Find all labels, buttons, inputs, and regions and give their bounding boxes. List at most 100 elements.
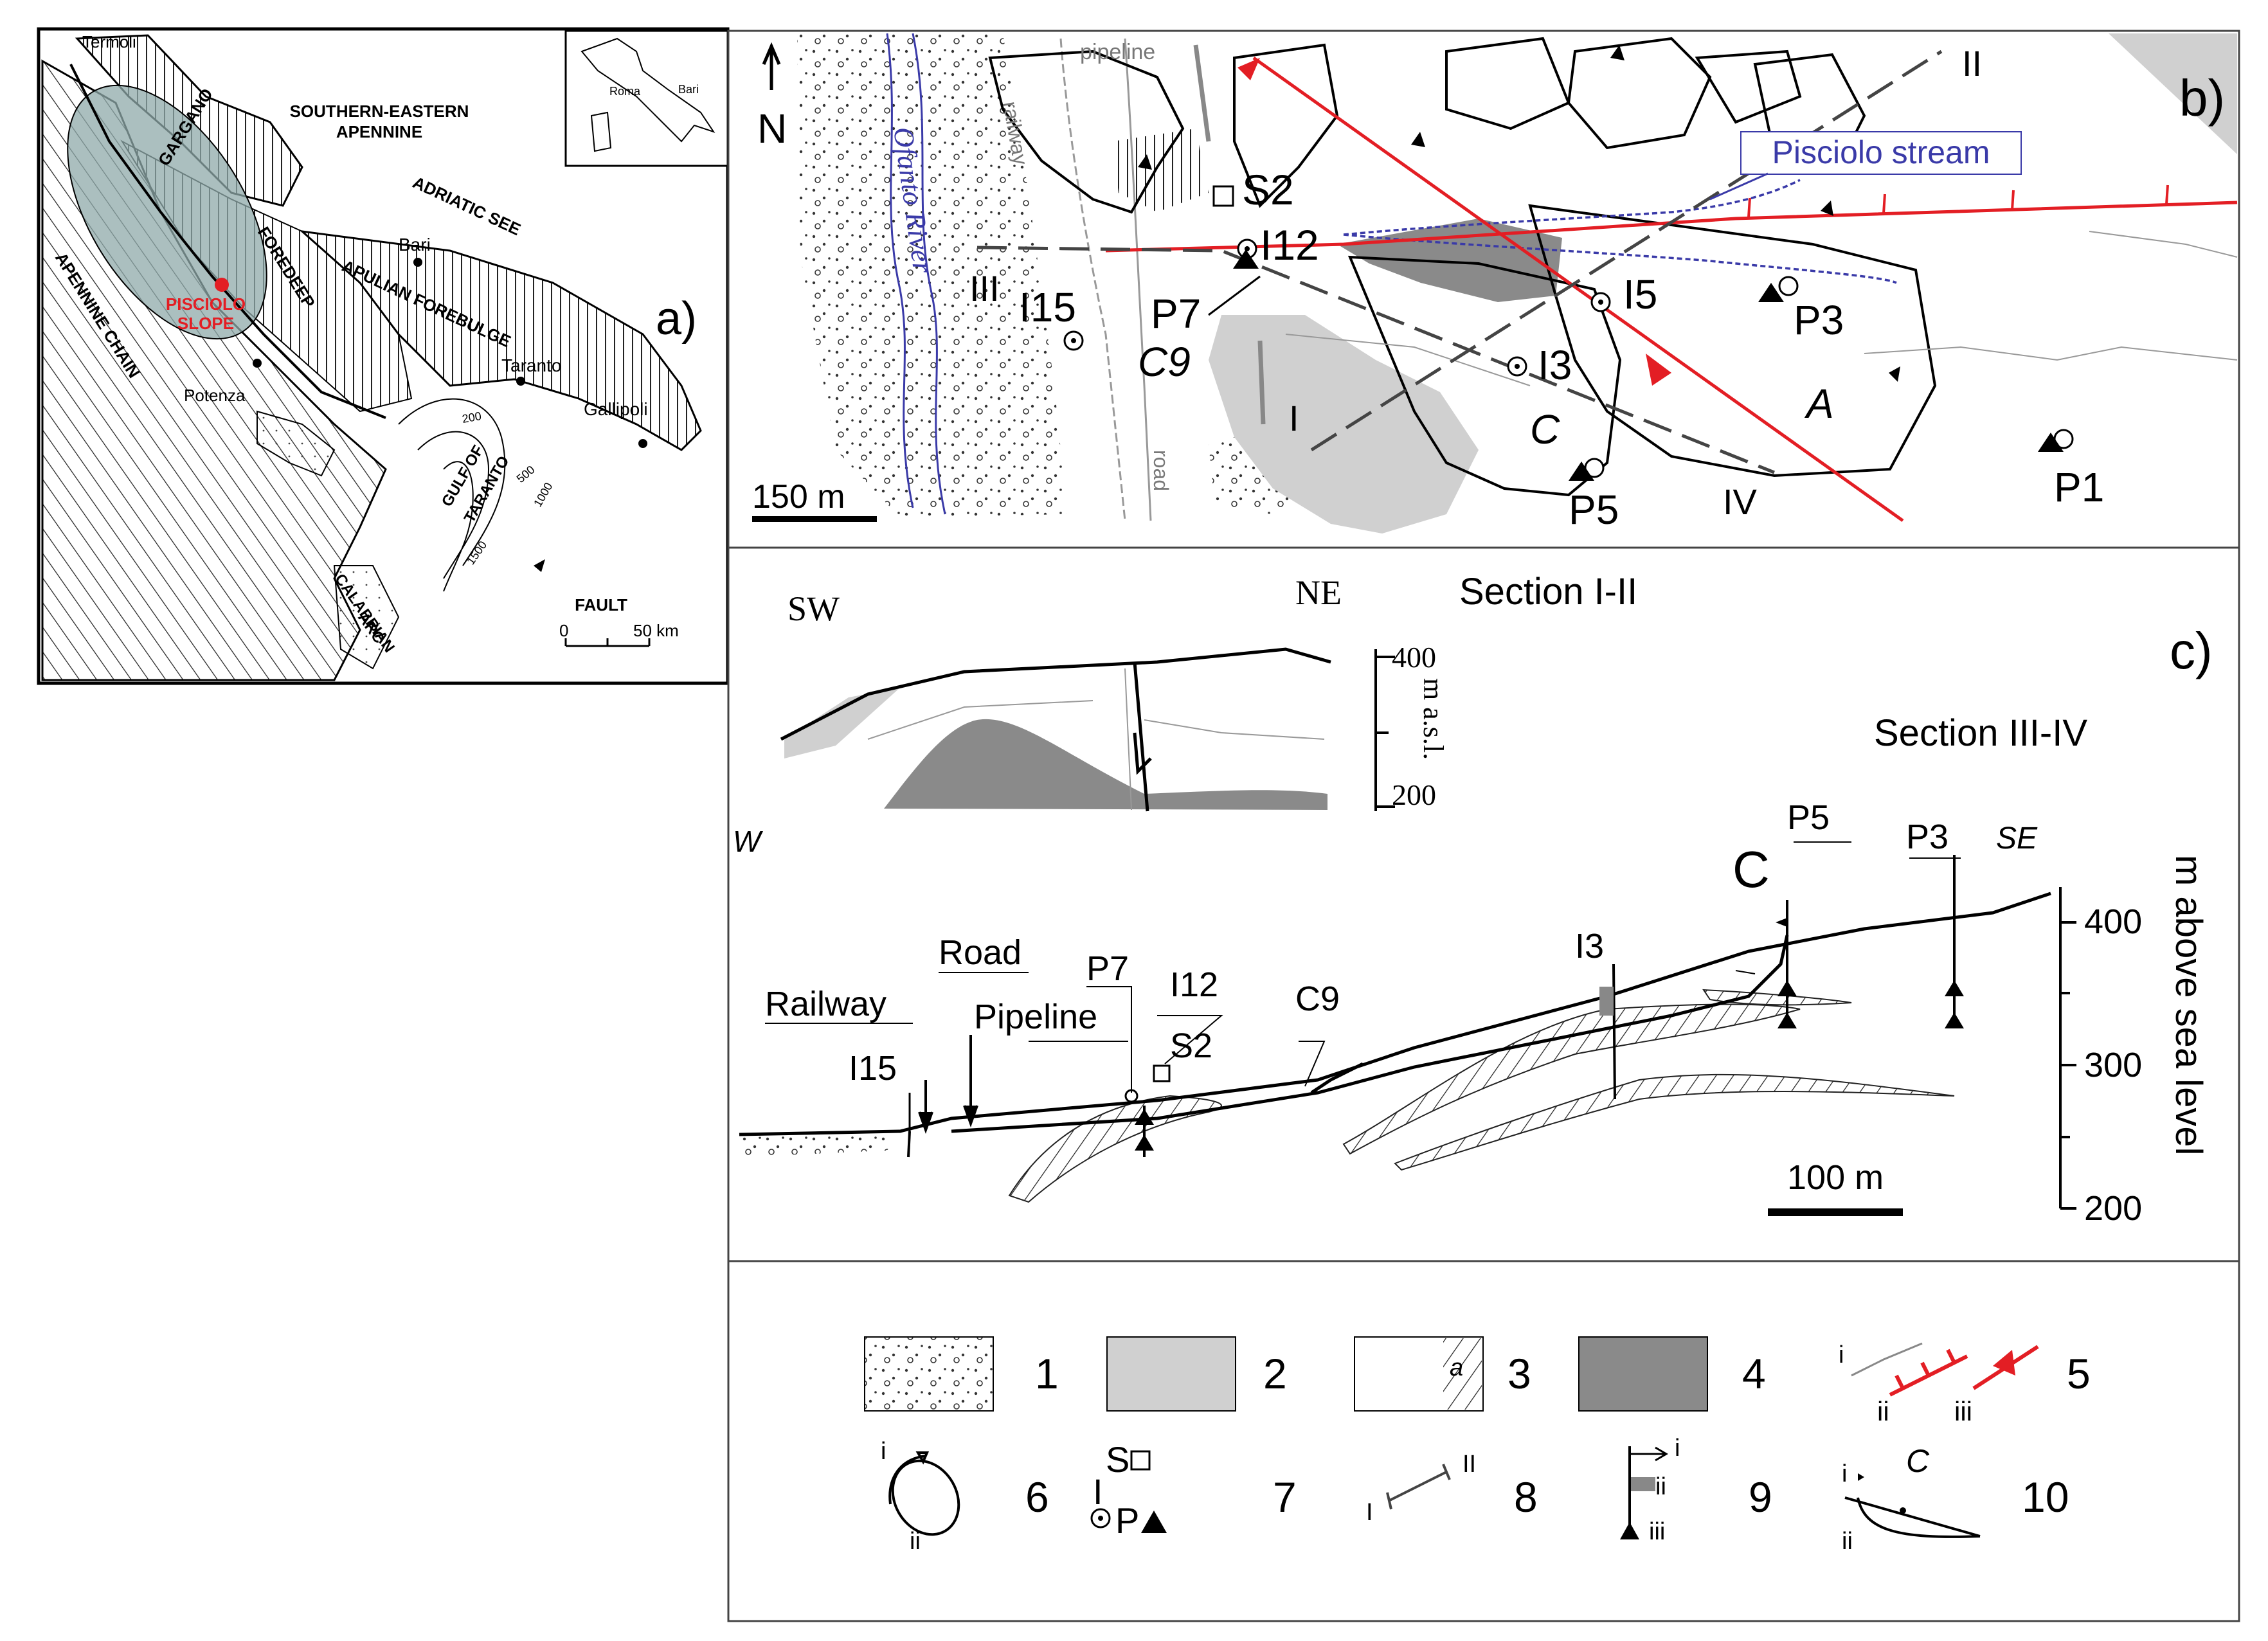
thin-contours bbox=[1285, 231, 2238, 386]
stream-label-arrow bbox=[1709, 172, 1769, 201]
section-i-ii-fault bbox=[1133, 661, 1149, 812]
label-c-c: C bbox=[1733, 841, 1770, 898]
legend: a i ii iii i ii S I P I II i ii iii i C … bbox=[727, 1260, 2240, 1622]
legend-6-ii: ii bbox=[910, 1528, 921, 1555]
scale-a-end: 50 km bbox=[633, 621, 679, 640]
label-i3: I3 bbox=[1538, 342, 1572, 388]
stream-label-box bbox=[1740, 131, 2022, 175]
legend-number-7: 7 bbox=[1273, 1473, 1297, 1521]
potenza-dot bbox=[253, 359, 262, 368]
label-p1: P1 bbox=[2054, 464, 2104, 510]
label-p7: P7 bbox=[1151, 291, 1201, 337]
marker-p3 bbox=[1758, 283, 1784, 302]
legend-10-dot bbox=[1900, 1507, 1906, 1514]
section-i-ii-dark-body bbox=[884, 719, 1328, 810]
pisciolo-stream bbox=[1343, 179, 1897, 284]
label-termoli: Termoli bbox=[82, 32, 136, 51]
section-i-ii-bottom: 200 bbox=[1392, 778, 1436, 811]
label-potenza: Potenza bbox=[184, 386, 246, 405]
label-i12: I12 bbox=[1260, 221, 1319, 269]
legend-number-10: 10 bbox=[2022, 1473, 2069, 1521]
section-i-ii-axis-ticks bbox=[1376, 656, 1395, 808]
inset-frame bbox=[564, 30, 729, 167]
axis-tick-300: 300 bbox=[2084, 1046, 2142, 1084]
legend-7-i: I bbox=[1093, 1471, 1103, 1512]
railway-arrow bbox=[918, 1080, 933, 1134]
legend-8-ii: II bbox=[1462, 1451, 1476, 1478]
label-c9: C9 bbox=[1138, 339, 1191, 385]
taranto-dot bbox=[516, 377, 525, 386]
legend-7-square-icon bbox=[1130, 1450, 1151, 1471]
scale-b-label: 150 m bbox=[752, 478, 845, 516]
marker-s2 bbox=[1212, 185, 1234, 207]
legend-number-2: 2 bbox=[1263, 1350, 1287, 1397]
axis-tick-200: 200 bbox=[2084, 1189, 2142, 1228]
label-p3: P3 bbox=[1794, 297, 1844, 343]
section-iii-iv-se: SE bbox=[1996, 821, 2038, 856]
label-p5-c: P5 bbox=[1787, 798, 1830, 837]
section-marker-s2 bbox=[1153, 1064, 1171, 1082]
legend-9-flag bbox=[1630, 1446, 1668, 1462]
section-i-ii-title: Section I-II bbox=[1459, 571, 1637, 613]
site-label-2: SLOPE bbox=[177, 314, 234, 333]
gallipoli-dot bbox=[638, 439, 647, 448]
gulf-isobaths bbox=[398, 398, 506, 592]
legend-10-i: i bbox=[1842, 1460, 1847, 1487]
section-hatch-lenses bbox=[1008, 989, 1955, 1203]
legend-number-1: 1 bbox=[1035, 1350, 1059, 1397]
label-bari: Bari bbox=[399, 235, 431, 255]
legend-10-ii: ii bbox=[1842, 1528, 1853, 1555]
sand-dotted-area bbox=[256, 410, 400, 670]
inset-italy-outline bbox=[580, 37, 716, 152]
scalebar-c bbox=[1768, 1208, 1903, 1216]
scale-c-label: 100 m bbox=[1787, 1158, 1884, 1197]
panel-a-label: a) bbox=[656, 293, 697, 345]
bari-dot bbox=[413, 258, 422, 267]
legend-7-p: P bbox=[1115, 1500, 1139, 1541]
region-southern-eastern: SOUTHERN-EASTERN bbox=[290, 102, 469, 121]
section-end-i: I bbox=[1289, 398, 1299, 438]
legend-9-triangle bbox=[1620, 1522, 1639, 1539]
marker-i5-center bbox=[1598, 300, 1603, 305]
legend-7-circle-dot bbox=[1098, 1516, 1103, 1521]
section-i-ii-fault-arrow bbox=[1133, 732, 1152, 775]
legend-5-thin-line bbox=[1851, 1342, 1923, 1377]
section-i-ii-top: 400 bbox=[1392, 641, 1436, 674]
label-i5: I5 bbox=[1623, 271, 1657, 318]
p5-displacement-flag bbox=[1776, 918, 1787, 927]
pipeline-line-south bbox=[1257, 340, 1266, 425]
label-p3-c: P3 bbox=[1906, 818, 1949, 856]
label-road-c: Road bbox=[939, 933, 1022, 972]
marker-p3-circle bbox=[1778, 276, 1799, 296]
inset-roma: Roma bbox=[609, 85, 641, 98]
section-i-ii-ne: NE bbox=[1295, 573, 1342, 612]
section-line-i-ii bbox=[1310, 49, 1943, 452]
legend-frame bbox=[727, 1260, 2240, 1622]
legend-9-ii: ii bbox=[1655, 1473, 1666, 1500]
legend-6-outline-icon bbox=[891, 1459, 960, 1536]
legend-number-9: 9 bbox=[1749, 1473, 1772, 1521]
section-end-iv: IV bbox=[1723, 481, 1758, 522]
north-label: N bbox=[757, 105, 787, 152]
panel-c: Section I-II SW NE 400 200 m a.s.l. c) S… bbox=[727, 546, 2240, 1262]
ofanto-river bbox=[886, 33, 946, 515]
legend-7-triangle-icon bbox=[1141, 1511, 1167, 1533]
legend-9-gray-bar bbox=[1631, 1477, 1655, 1491]
c9-leader bbox=[1208, 275, 1261, 316]
label-i3-c: I3 bbox=[1575, 927, 1604, 965]
alluvium-area bbox=[797, 33, 1067, 517]
site-dot bbox=[215, 278, 229, 292]
legend-number-3: 3 bbox=[1508, 1350, 1531, 1397]
legend-9-i: i bbox=[1675, 1435, 1680, 1462]
label-s2-c: S2 bbox=[1170, 1027, 1212, 1065]
fault-arrow-marker bbox=[534, 559, 545, 572]
label-c9-c: C9 bbox=[1295, 980, 1340, 1018]
borehole-i3 bbox=[1612, 964, 1616, 1100]
legend-8-section-line bbox=[1386, 1464, 1451, 1510]
legend-swatch-3-hatch bbox=[1443, 1338, 1482, 1410]
fault-label: FAULT bbox=[575, 595, 627, 614]
marker-i3-center bbox=[1515, 364, 1520, 369]
legend-5-red-fault bbox=[1889, 1349, 1968, 1397]
label-s2: S2 bbox=[1242, 166, 1294, 213]
fault-red-arrow-mid bbox=[1646, 354, 1671, 386]
